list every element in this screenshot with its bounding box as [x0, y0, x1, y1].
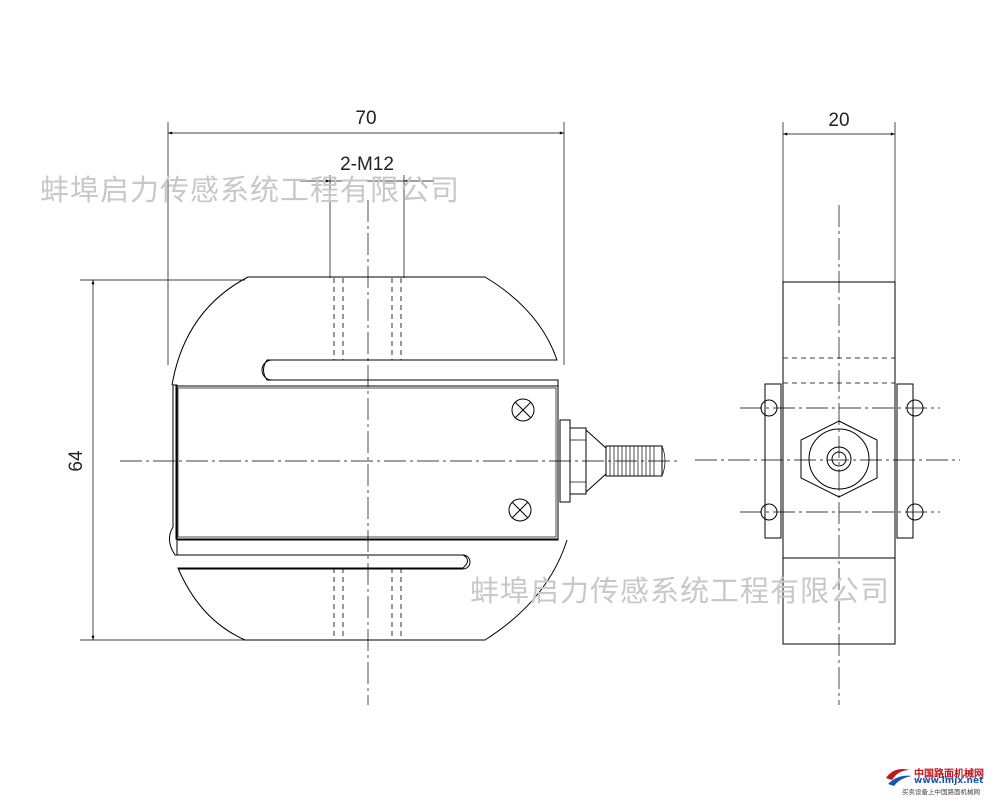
dimension-70: 70: [167, 108, 565, 365]
watermark-lower: 蚌埠启力传感系统工程有限公司: [470, 574, 890, 608]
thread-callout-label: 2-M12: [340, 154, 394, 175]
screw-top: [511, 398, 535, 422]
screw-bottom: [508, 498, 532, 522]
side-plate-left: [764, 383, 782, 539]
logo-tagline: 买卖设备上中国路面机械网: [902, 788, 980, 796]
hidden-thread-lines: [333, 278, 402, 640]
dimension-64-label: 64: [66, 450, 87, 472]
logo-url: www.lmjx.net: [914, 776, 984, 786]
s-body-arc-top-left: [171, 276, 249, 386]
side-plate-right: [896, 383, 914, 539]
dimension-2-m12: 2-M12: [300, 154, 434, 278]
logo-name: 中国路面机械网: [914, 769, 984, 780]
site-logo[interactable]: 中国路面机械网 www.lmjx.net 买卖设备上中国路面机械网: [884, 764, 992, 796]
side-view: 20: [695, 110, 960, 705]
watermark-upper: 蚌埠启力传感系统工程有限公司: [40, 173, 460, 207]
gauge-plate: [175, 385, 559, 540]
dimension-64: 64: [66, 279, 245, 641]
front-view: 70 2-M12 64: [66, 108, 680, 705]
logo-swoosh-icon: [886, 769, 912, 786]
dimension-20-label: 20: [828, 110, 849, 131]
dimension-20: 20: [782, 110, 896, 282]
dimension-70-label: 70: [355, 108, 376, 129]
upper-slot: [261, 359, 558, 381]
gauge-plate-inner: [177, 387, 557, 538]
lower-slot: [176, 540, 471, 570]
